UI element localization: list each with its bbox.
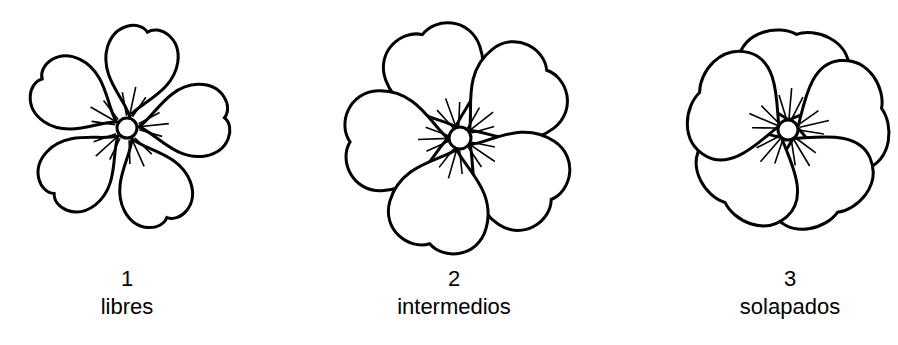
figure-number: 1	[121, 266, 133, 292]
intermediate-petal-flower	[344, 13, 583, 262]
figure-number: 2	[448, 266, 460, 292]
figure-number: 3	[784, 266, 796, 292]
figure-caption: solapados	[740, 294, 840, 320]
figure-caption: intermedios	[397, 294, 511, 320]
overlapping-petal-flower	[675, 27, 897, 244]
figure-caption: libres	[101, 294, 154, 320]
free-petal-flower	[20, 21, 232, 236]
